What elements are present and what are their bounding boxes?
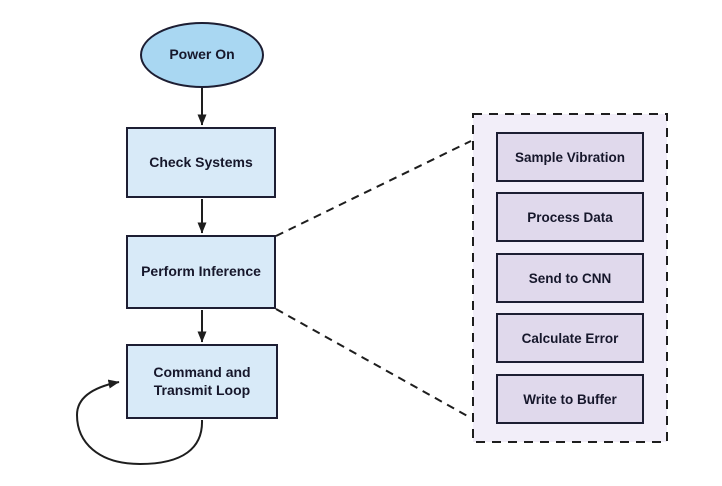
node-perform-inference-label: Perform Inference: [141, 263, 261, 280]
expansion-connector-top: [275, 140, 472, 237]
node-perform-inference: Perform Inference: [126, 235, 276, 309]
node-command-transmit-loop-label: Command and Transmit Loop: [153, 364, 251, 398]
detail-item-sample-vibration: Sample Vibration: [496, 132, 644, 182]
node-check-systems-label: Check Systems: [149, 153, 253, 170]
node-check-systems: Check Systems: [126, 127, 276, 198]
expansion-connector-bottom: [275, 308, 472, 419]
detail-item-label: Sample Vibration: [514, 149, 626, 165]
detail-item-label: Calculate Error: [521, 330, 619, 346]
detail-item-label: Process Data: [527, 209, 613, 225]
detail-item-calculate-error: Calculate Error: [496, 313, 644, 363]
detail-item-process-data: Process Data: [496, 192, 644, 242]
detail-item-write-to-buffer: Write to Buffer: [496, 374, 644, 424]
detail-item-send-to-cnn: Send to CNN: [496, 253, 644, 303]
node-power-on-label: Power On: [169, 46, 235, 63]
node-command-transmit-loop: Command and Transmit Loop: [126, 344, 278, 419]
detail-item-label: Send to CNN: [528, 270, 612, 286]
node-power-on: Power On: [140, 22, 264, 88]
self-loop-arrow: [75, 379, 204, 466]
detail-item-label: Write to Buffer: [523, 391, 617, 407]
